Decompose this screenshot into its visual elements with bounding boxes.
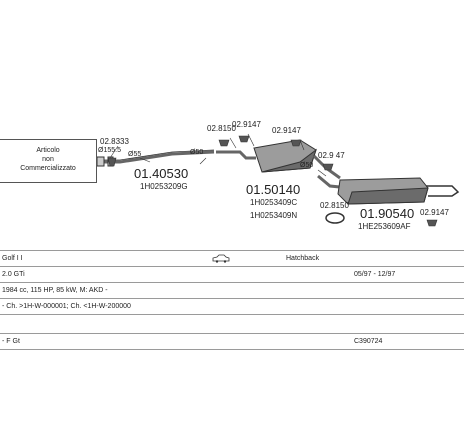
- label-clamp-left: 02.8333: [100, 137, 129, 146]
- box-line-1: Articolo: [36, 147, 60, 154]
- hanger-icon-2: [218, 139, 230, 147]
- hanger-icon-6: [426, 219, 438, 227]
- rear-tail-pipe: [426, 185, 460, 197]
- label-dim-50: Ø50: [190, 149, 203, 156]
- label-rear-no: 01.90540: [360, 206, 414, 221]
- mount-ring-icon: [325, 212, 345, 224]
- row-chassis: - Ch. >1H-W-000001; Ch. <1H-W-200000: [0, 299, 464, 315]
- box-line-3: Commercializzato: [20, 165, 76, 172]
- middle-silencer-shade: [261, 148, 317, 173]
- label-middle-oem-2: 1H0253409N: [250, 211, 297, 220]
- middle-pipe: [216, 150, 256, 160]
- hanger-icon-5: [322, 163, 334, 171]
- row-spec: 1984 cc, 115 HP, 85 kW, M: AKD -: [0, 283, 464, 299]
- vehicle-years: 05/97 - 12/97: [354, 271, 396, 278]
- hanger-icon-3: [238, 135, 250, 143]
- rear-silencer-shade: [347, 187, 429, 205]
- vehicle-body: Hatchback: [286, 255, 320, 262]
- row-engine: 2.0 GTi 05/97 - 12/97: [0, 267, 464, 283]
- label-mount-3: 02.9147: [272, 126, 301, 135]
- catalog-code: C390724: [354, 338, 383, 345]
- front-flange: [96, 156, 105, 167]
- vehicle-chassis: - Ch. >1H-W-000001; Ch. <1H-W-200000: [2, 303, 131, 310]
- label-mount-2: 02.9147: [232, 120, 261, 129]
- car-icon: [212, 254, 230, 263]
- label-middle-no: 01.50140: [246, 182, 300, 197]
- row-fitment: - F Gt C390724: [0, 333, 464, 350]
- vehicle-engine: 2.0 GTi: [2, 271, 25, 278]
- label-middle-oem-1: 1H0253409C: [250, 198, 297, 207]
- fit-label: - F Gt: [2, 338, 20, 345]
- label-mount-6: 02.9147: [420, 208, 449, 217]
- exhaust-diagram: 02.8333 Ø155.5 Ø55 Ø50 01.40530 1H025320…: [96, 120, 460, 231]
- not-available-box: Articolo non Commercializzato: [0, 139, 97, 183]
- label-mount-1: 02.8150: [207, 124, 236, 133]
- box-line-2: non: [42, 156, 54, 163]
- label-front-pipe-no: 01.40530: [134, 166, 188, 181]
- vehicle-info-table: Golf I I Hatchback 2.0 GTi 05/97 - 12/97…: [0, 250, 464, 350]
- vehicle-spec: 1984 cc, 115 HP, 85 kW, M: AKD -: [2, 287, 108, 294]
- label-rear-oem: 1HE253609AF: [358, 222, 411, 231]
- label-mount-5: 02.8150: [320, 201, 349, 210]
- hanger-icon-4: [290, 139, 302, 147]
- vehicle-model: Golf I I: [2, 255, 23, 262]
- label-dim-55: Ø55: [128, 151, 141, 158]
- row-model: Golf I I Hatchback: [0, 250, 464, 267]
- label-dim-50b: Ø50: [300, 162, 313, 169]
- label-front-pipe-oem: 1H0253209G: [140, 182, 188, 191]
- hanger-icon-1: [107, 157, 117, 167]
- label-dim-155: Ø155.5: [98, 147, 121, 154]
- label-mount-4: 02.9 47: [318, 151, 345, 160]
